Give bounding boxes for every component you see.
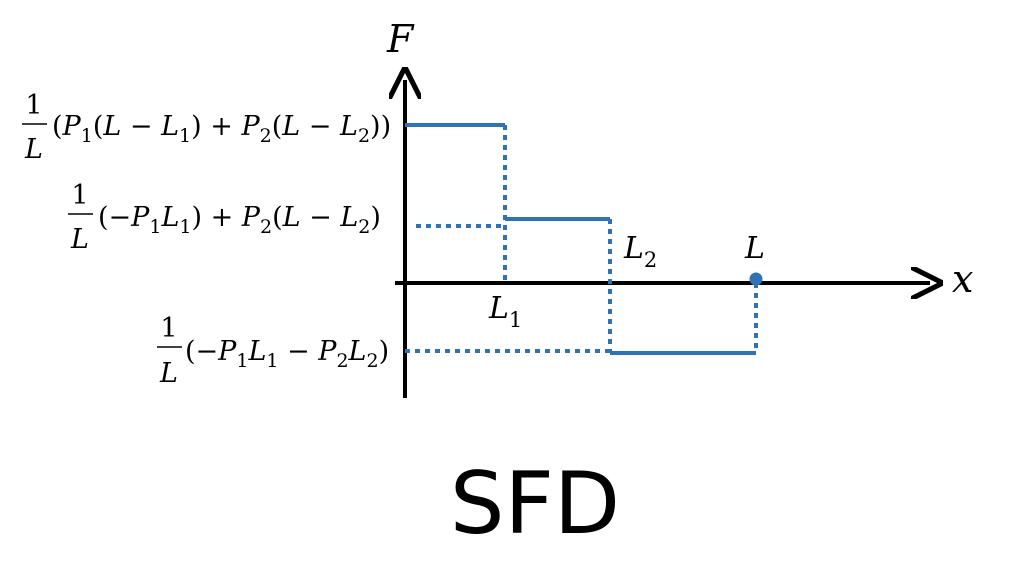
svg-text:1: 1 xyxy=(71,180,88,211)
svg-text:L: L xyxy=(24,134,43,165)
dotted-guides xyxy=(405,125,758,353)
x-axis-label: x xyxy=(952,257,973,301)
level-label-middle: 1 L (−P1L1) + P2(L − L2) xyxy=(68,180,381,255)
level-label-bottom: 1 L (−P1L1 − P2L2) xyxy=(157,313,389,389)
svg-text:L: L xyxy=(70,224,89,255)
marker-l: L xyxy=(744,231,765,266)
end-point-l xyxy=(749,272,763,286)
level-label-top: 1 L (P1(L − L1) + P2(L − L2)) xyxy=(22,90,391,165)
y-axis-label: F xyxy=(386,17,415,61)
marker-l1: L1 xyxy=(488,291,522,332)
svg-text:(−P1L1) + P2(L − L2): (−P1L1) + P2(L − L2) xyxy=(98,202,381,238)
svg-text:(−P1L1 − P2L2): (−P1L1 − P2L2) xyxy=(185,336,389,372)
svg-text:(P1(L − L1) + P2(L − L2)): (P1(L − L1) + P2(L − L2)) xyxy=(52,111,391,147)
marker-l2: L2 xyxy=(623,231,657,272)
svg-text:1: 1 xyxy=(25,90,42,121)
svg-text:1: 1 xyxy=(160,313,177,344)
svg-text:L: L xyxy=(159,358,178,389)
diagram-title: SFD xyxy=(450,454,620,554)
shear-force-steps xyxy=(405,123,756,355)
